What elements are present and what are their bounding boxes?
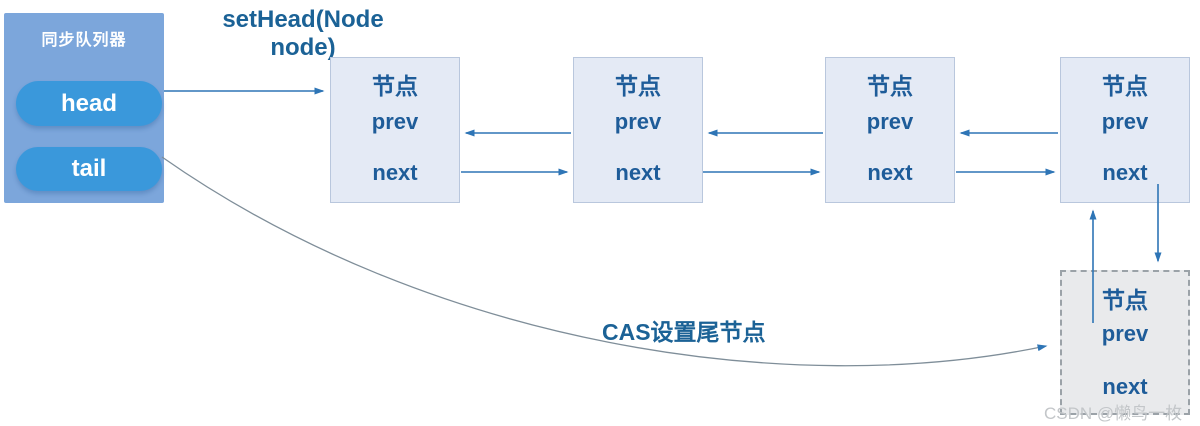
node-title: 节点 xyxy=(1102,73,1148,99)
node-next-field: next xyxy=(615,160,661,185)
node-next-field: next xyxy=(867,160,913,185)
queue-node-4: 节点 prev next xyxy=(1060,57,1190,203)
node-title: 节点 xyxy=(372,73,418,99)
node-next-field: next xyxy=(1102,374,1148,399)
node-prev-field: prev xyxy=(1101,109,1149,134)
queue-node-2: 节点 prev next xyxy=(573,57,703,203)
node-prev-field: prev xyxy=(614,109,662,134)
head-pointer-label: head xyxy=(60,89,117,117)
node-title: 节点 xyxy=(1102,287,1148,313)
node-next-field: next xyxy=(1102,160,1148,185)
head-pointer-pill: head xyxy=(16,81,162,126)
queue-node-1: 节点 prev next xyxy=(330,57,460,203)
node-title: 节点 xyxy=(615,73,661,99)
sync-queue-panel: 同步队列器 head tail xyxy=(4,13,164,203)
node-next-field: next xyxy=(372,160,418,185)
tail-pointer-label: tail xyxy=(71,155,107,182)
tail-pointer-pill: tail xyxy=(16,147,162,191)
node-prev-field: prev xyxy=(371,109,419,134)
node-prev-field: prev xyxy=(1101,321,1149,346)
new-tail-node-dashed: 节点 prev next xyxy=(1060,270,1190,415)
node-prev-field: prev xyxy=(866,109,914,134)
queue-node-3: 节点 prev next xyxy=(825,57,955,203)
cas-set-tail-annotation: CAS设置尾节点 xyxy=(602,319,766,345)
csdn-watermark: CSDN @懒鸟一枚 xyxy=(1044,404,1183,423)
node-title: 节点 xyxy=(867,73,913,99)
sethead-annotation: setHead(Node node) xyxy=(222,6,384,62)
sync-queue-title: 同步队列器 xyxy=(41,32,127,49)
